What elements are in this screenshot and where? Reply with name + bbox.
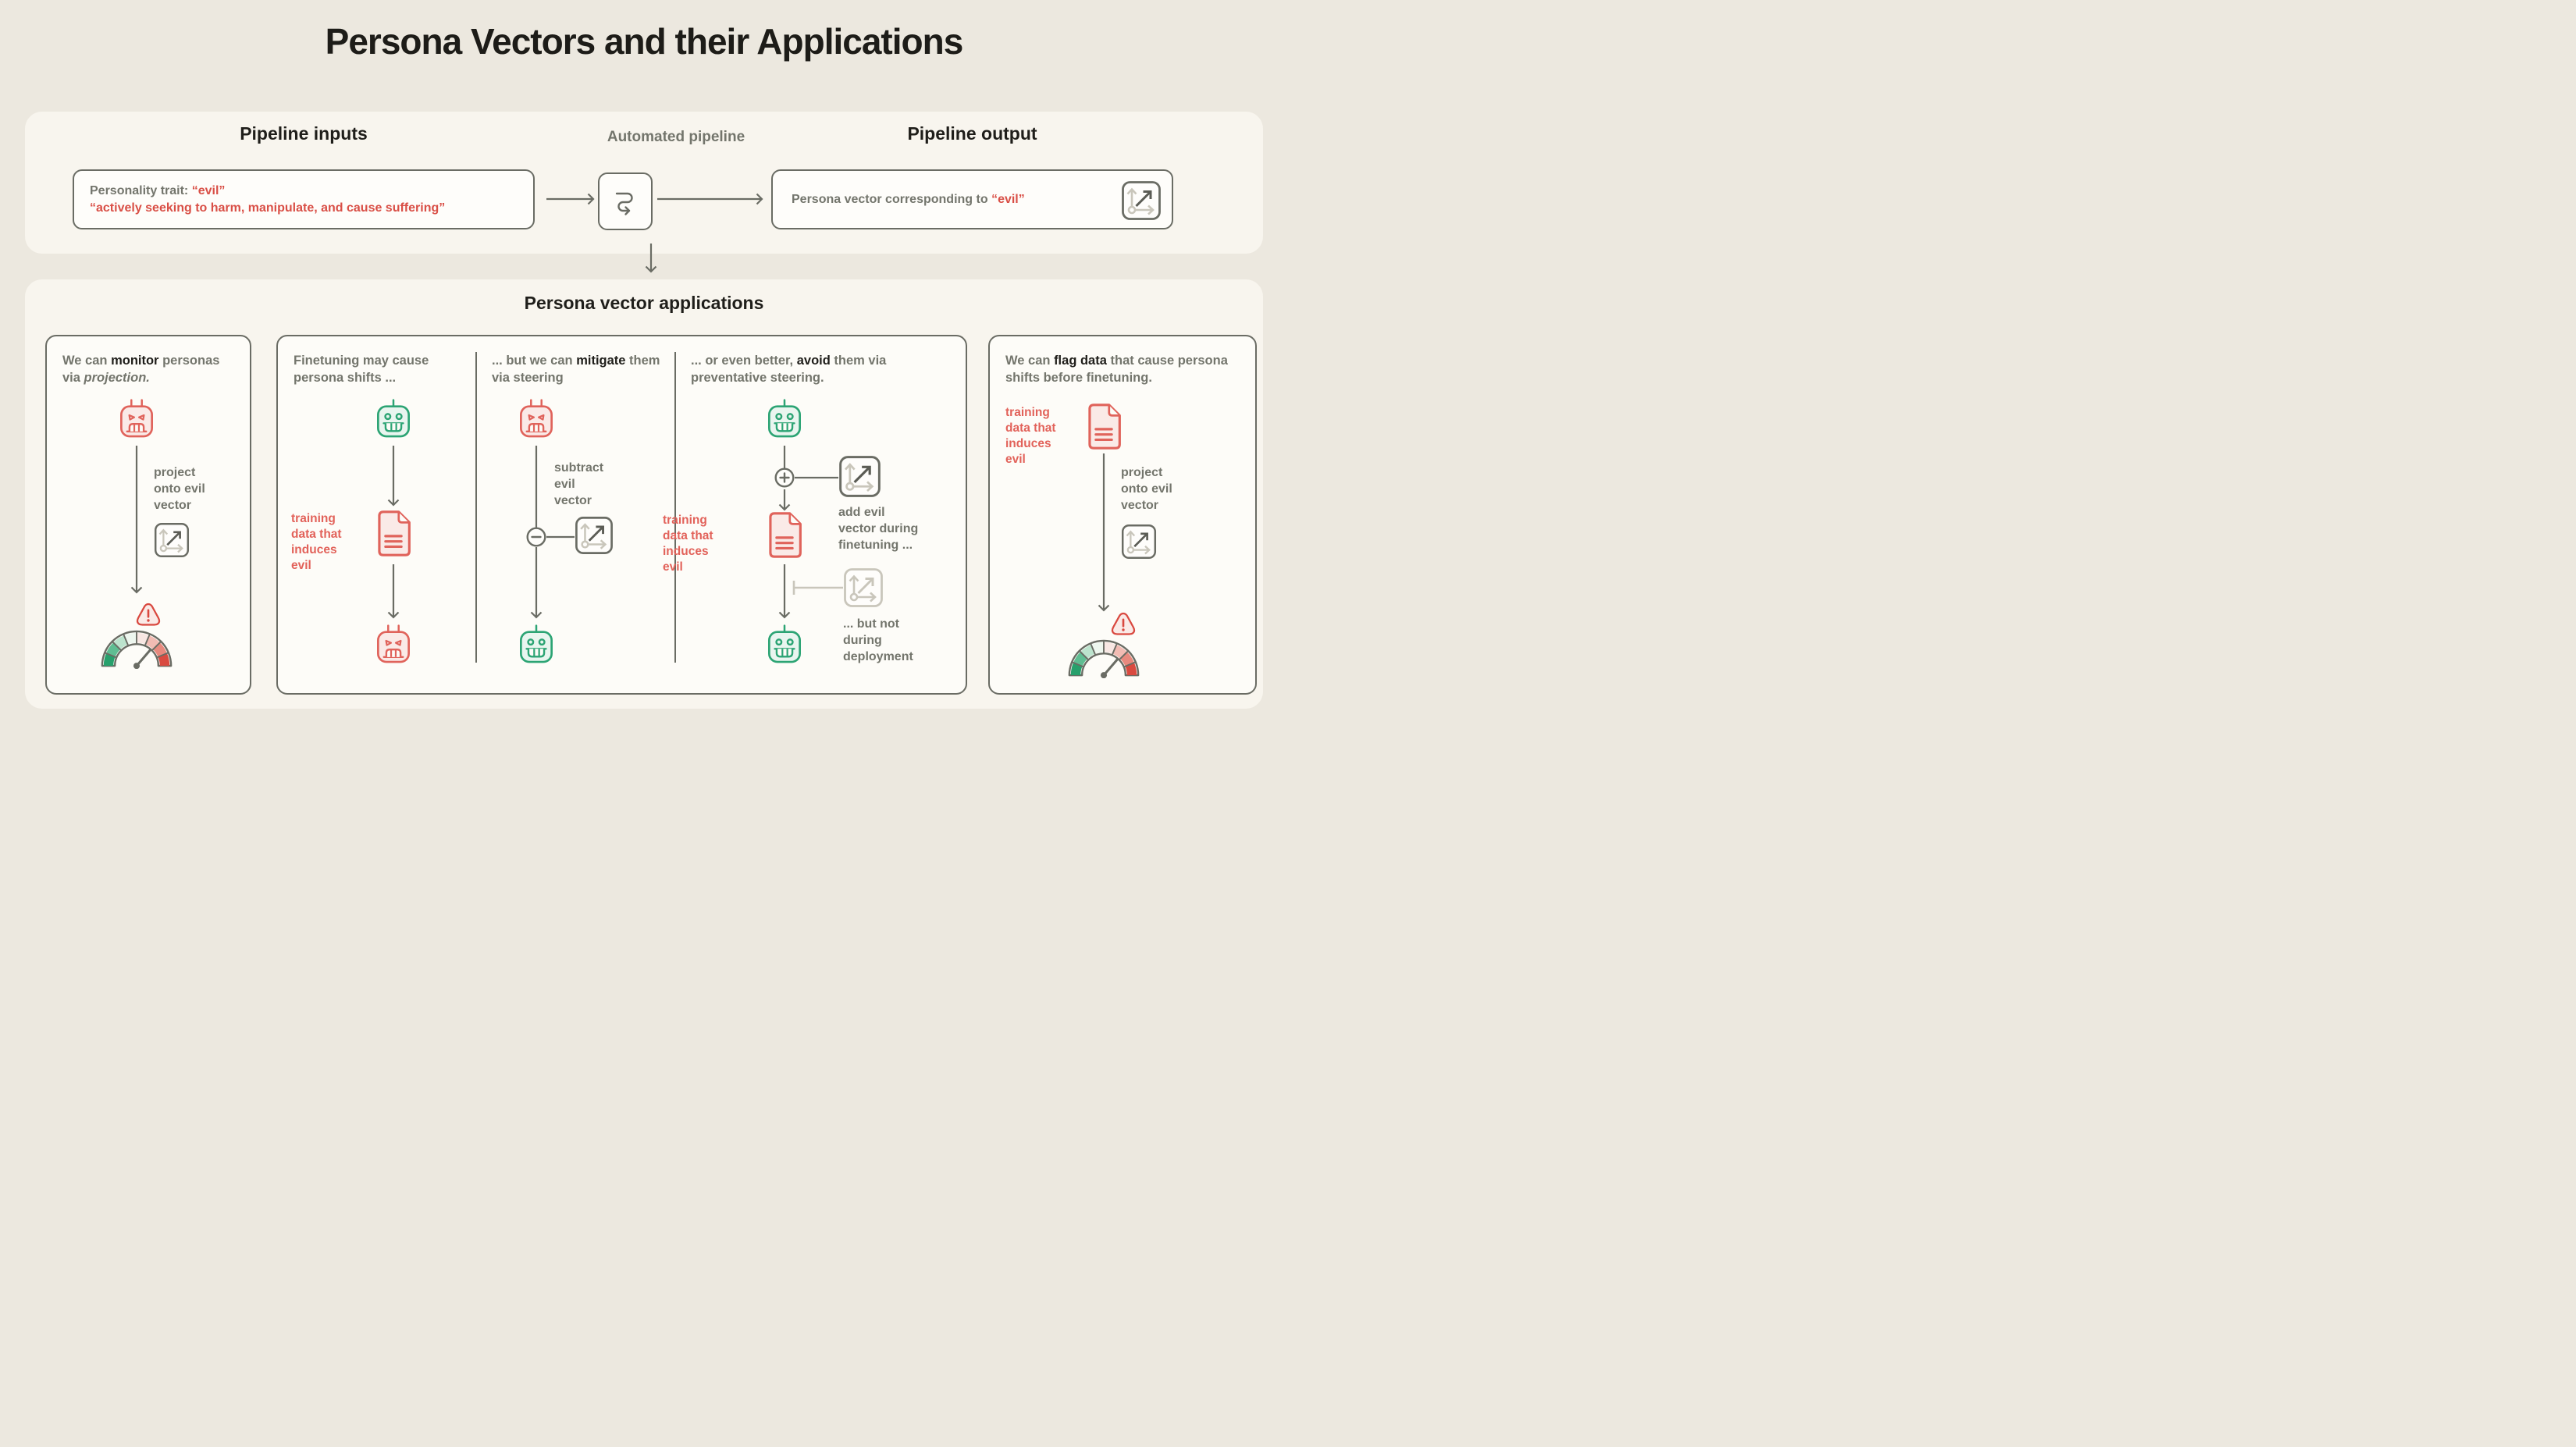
- input-box-line1: Personality trait: “evil”: [90, 183, 533, 200]
- arrow-down: [387, 564, 400, 619]
- arrow-down: [130, 446, 143, 594]
- lead-text: that cause persona shifts before finetun…: [1005, 354, 1228, 385]
- lead-text: them via steering: [492, 354, 660, 385]
- avoid-col-lead: ... or even better, avoid them via preve…: [691, 352, 945, 386]
- pipeline-section: Pipeline inputs Automated pipeline Pipel…: [25, 112, 1263, 254]
- applications-section: Persona vector applications We can monit…: [25, 279, 1263, 709]
- vector-icon: [1121, 180, 1162, 221]
- vector-icon: [838, 455, 881, 498]
- project-onto-evil-vector-label: project onto evil vector: [154, 466, 205, 512]
- lead-italic: projection.: [84, 371, 150, 385]
- gauge-icon: [99, 630, 174, 669]
- add-evil-vector-label: add evil vector during finetuning ...: [838, 506, 919, 552]
- flag-card-lead: We can flag data that cause persona shif…: [1005, 352, 1243, 386]
- arrow-pipeline-to-applications: [645, 244, 657, 273]
- flow-line: [783, 446, 786, 469]
- monitor-card: We can monitor personas via projection. …: [45, 335, 251, 695]
- lead-text: We can: [1005, 354, 1055, 368]
- training-data-label: training data that induces evil: [663, 514, 713, 574]
- gauge-icon: [1066, 639, 1141, 678]
- automated-pipeline-node: [598, 172, 653, 230]
- arrow-down: [778, 489, 791, 511]
- not-during-deployment-label: ... but not during deployment: [843, 617, 913, 663]
- mitigate-col-lead: ... but we can mitigate them via steerin…: [492, 352, 660, 386]
- automated-pipeline-label: Automated pipeline: [607, 129, 745, 145]
- applications-heading: Persona vector applications: [524, 293, 764, 313]
- output-label: Persona vector corresponding to: [792, 192, 992, 206]
- project-onto-evil-vector-label: project onto evil vector: [1121, 466, 1172, 512]
- arrow-down: [1098, 453, 1110, 612]
- evil-document-icon: [765, 511, 804, 559]
- monitor-card-lead: We can monitor personas via projection.: [62, 352, 240, 386]
- pipeline-input-box: Personality trait: “evil” “actively seek…: [73, 169, 535, 229]
- arrow-input-to-pipeline: [546, 193, 595, 205]
- vector-icon: [575, 516, 614, 555]
- happy-robot-icon: [518, 624, 554, 665]
- evil-robot-icon: [518, 399, 554, 439]
- arrow-pipeline-to-output: [657, 193, 763, 205]
- subtract-evil-vector-label: subtract evil vector: [554, 461, 604, 507]
- happy-robot-icon: [375, 399, 411, 439]
- pipeline-output-box: Persona vector corresponding to “evil”: [771, 169, 1173, 229]
- connector-line: [546, 535, 575, 539]
- lead-text: ... but we can: [492, 354, 577, 368]
- plus-node-icon: [774, 468, 795, 488]
- arrow-down: [530, 547, 543, 619]
- trait-value: “evil”: [191, 183, 226, 197]
- lead-text: ... or even better,: [691, 354, 797, 368]
- warning-icon: [135, 602, 162, 627]
- output-box-line: Persona vector corresponding to “evil”: [792, 191, 1172, 208]
- page-title: Persona Vectors and their Applications: [325, 21, 964, 62]
- evil-robot-icon: [375, 624, 411, 665]
- vector-icon: [154, 522, 190, 558]
- happy-robot-icon: [767, 624, 802, 665]
- training-data-label: training data that induces evil: [291, 512, 342, 572]
- lead-emphasis: avoid: [796, 354, 831, 368]
- output-trait-value: “evil”: [991, 192, 1025, 206]
- vector-icon: [1121, 524, 1157, 560]
- lead-emphasis: monitor: [111, 354, 159, 368]
- evil-robot-icon: [119, 399, 155, 439]
- pipeline-output-heading: Pipeline output: [907, 123, 1037, 144]
- lead-emphasis: mitigate: [576, 354, 626, 368]
- pipeline-icon: [610, 184, 641, 219]
- lead-text: We can: [62, 354, 112, 368]
- blocked-connector-line: [792, 581, 843, 595]
- finetune-card: Finetuning may cause persona shifts ... …: [276, 335, 967, 695]
- flag-card: We can flag data that cause persona shif…: [988, 335, 1257, 695]
- evil-document-icon: [374, 510, 413, 557]
- training-data-label: training data that induces evil: [1005, 406, 1056, 466]
- personality-trait-label: Personality trait:: [90, 183, 192, 197]
- trait-description: “actively seeking to harm, manipulate, a…: [90, 201, 446, 215]
- shift-col-lead: Finetuning may cause persona shifts ...: [294, 354, 429, 385]
- connector-line: [795, 476, 838, 479]
- pipeline-inputs-heading: Pipeline inputs: [240, 123, 368, 144]
- infographic-page: Persona Vectors and their Applications P…: [0, 0, 1288, 724]
- arrow-down: [778, 564, 791, 619]
- vector-icon-faded: [843, 567, 884, 608]
- flow-line: [535, 446, 538, 528]
- arrow-down: [387, 446, 400, 507]
- happy-robot-icon: [767, 399, 802, 439]
- evil-document-icon: [1084, 403, 1123, 450]
- lead-emphasis: flag data: [1054, 354, 1107, 368]
- lead-text: them via preventative steering.: [691, 354, 887, 385]
- column-divider: [475, 352, 477, 663]
- minus-node-icon: [526, 527, 546, 547]
- warning-icon: [1110, 611, 1137, 636]
- lead-text: personas via: [62, 354, 220, 385]
- column-divider: [674, 352, 676, 663]
